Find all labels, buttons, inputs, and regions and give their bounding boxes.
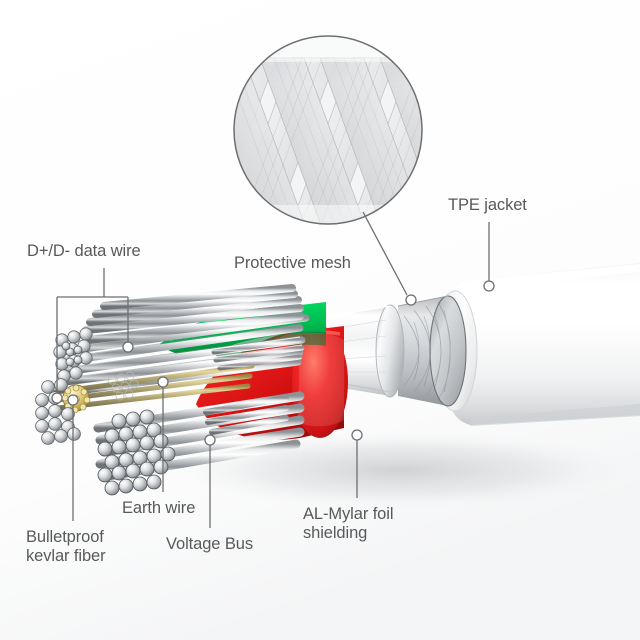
- voltage-bus-inner-strands: [203, 395, 289, 435]
- voltage-bus-face: [292, 326, 348, 438]
- voltage-bus-end-face: [97, 409, 176, 496]
- label-tpe-jacket: TPE jacket: [448, 196, 527, 214]
- leader-mylar-foil: [351, 429, 363, 498]
- leader-protective-mesh: [362, 211, 417, 306]
- label-al-mylar-foil-shielding: AL-Mylar foil shielding: [303, 505, 394, 542]
- mesh-weave-texture: [403, 301, 451, 401]
- label-protective-mesh: Protective mesh: [234, 254, 351, 272]
- callout-leaders: [51, 211, 495, 528]
- label-bulletproof-kevlar-fiber: Bulletproof kevlar fiber: [26, 528, 106, 565]
- earth-wire-end-face: [35, 378, 81, 445]
- tpe-jacket-layer: [452, 263, 640, 425]
- data-wire-end-face: [53, 327, 93, 383]
- inner-strand-ghost: [107, 371, 139, 401]
- leader-earth-wire: [157, 376, 169, 492]
- leader-kevlar-fiber: [67, 394, 79, 521]
- core-inner-strands: [211, 336, 305, 371]
- leader-tpe-jacket: [483, 222, 495, 292]
- leader-data-wire: [51, 268, 134, 404]
- data-wire-strands: [82, 284, 304, 344]
- label-data-wire: D+/D- data wire: [27, 242, 141, 260]
- cable-body: [35, 263, 640, 496]
- magnifier-ring: [233, 35, 423, 225]
- leader-voltage-bus: [204, 434, 216, 528]
- label-voltage-bus: Voltage Bus: [166, 535, 253, 553]
- label-earth-wire: Earth wire: [122, 499, 196, 517]
